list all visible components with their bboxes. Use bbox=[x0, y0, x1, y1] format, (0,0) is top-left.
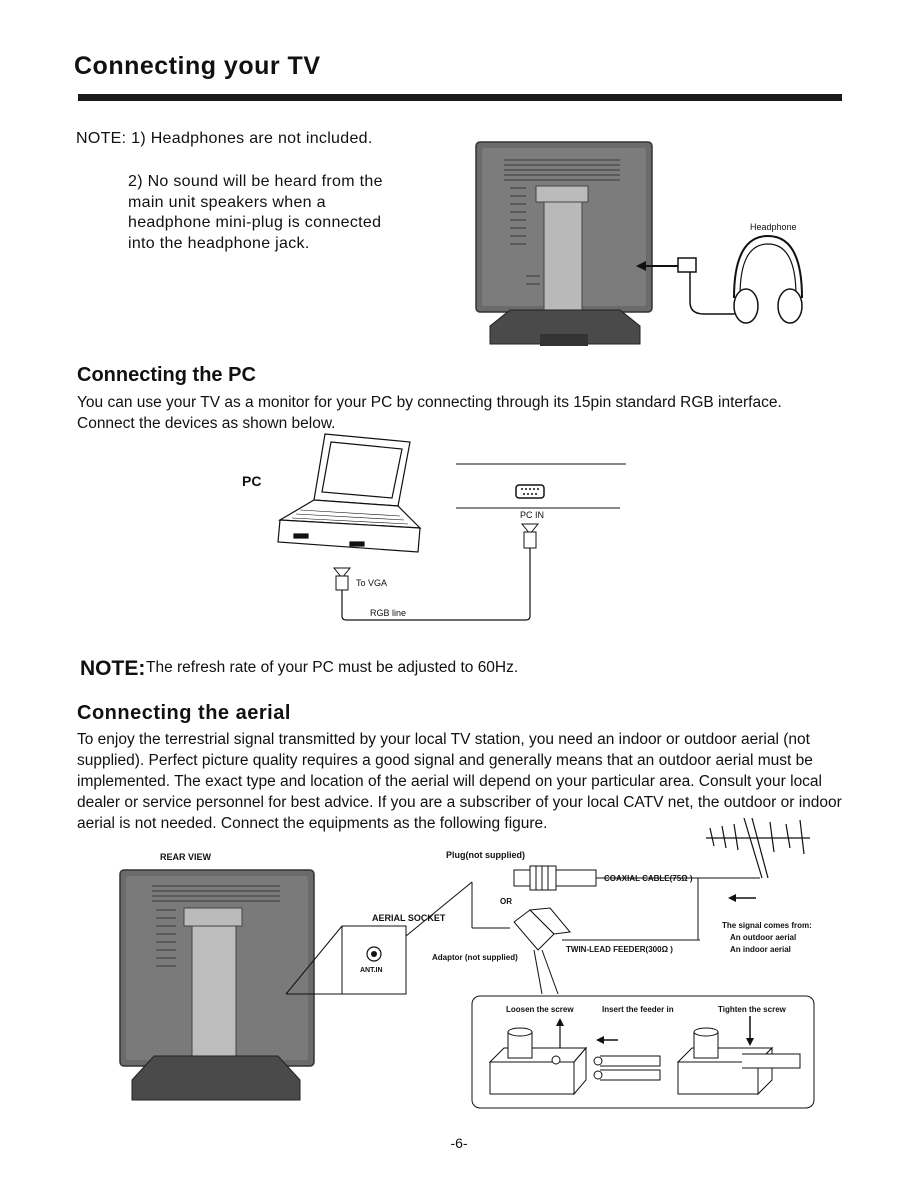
coax-cable-segment bbox=[555, 869, 597, 887]
aerial-socket-label: AERIAL SOCKET bbox=[372, 913, 446, 923]
rgb-line-label: RGB line bbox=[370, 608, 406, 618]
aerial-body: To enjoy the terrestrial signal transmit… bbox=[77, 731, 842, 832]
vga-connector bbox=[332, 567, 352, 579]
twin-lead-label: TWIN-LEAD FEEDER(300Ω ) bbox=[566, 945, 673, 954]
ant-in-label: ANT.IN bbox=[360, 967, 383, 974]
socket-left bbox=[488, 1027, 588, 1096]
page-title: Connecting your TV bbox=[74, 52, 321, 80]
plug-label: Plug(not supplied) bbox=[446, 850, 525, 860]
callout-line-top bbox=[285, 925, 343, 995]
title-rule bbox=[78, 94, 842, 101]
pc-in-plug bbox=[523, 531, 537, 549]
socket-to-plug-line bbox=[405, 881, 473, 937]
headband-inner bbox=[739, 243, 797, 297]
loosen-screw-label: Loosen the screw bbox=[506, 1005, 574, 1014]
left-earcup bbox=[733, 288, 759, 324]
socket-right bbox=[676, 1027, 801, 1096]
laptop-icon bbox=[277, 433, 422, 553]
insert-feeder-label: Insert the feeder in bbox=[602, 1005, 674, 1014]
aerial-heading: Connecting the aerial bbox=[77, 702, 291, 724]
pc-note-text: The refresh rate of your PC must be adju… bbox=[146, 659, 519, 676]
headphone-label: Headphone bbox=[750, 222, 797, 232]
rgb-cable bbox=[341, 548, 531, 621]
page-number: -6- bbox=[450, 1135, 468, 1151]
or-label: OR bbox=[500, 897, 512, 906]
signal-arrow-head bbox=[728, 894, 736, 902]
adaptor-top bbox=[528, 907, 571, 935]
vga-plug bbox=[335, 575, 349, 591]
headphone-note-1: NOTE: 1) Headphones are not included. bbox=[76, 130, 373, 147]
vga-port-icon bbox=[515, 484, 545, 499]
pc-in-connector bbox=[520, 523, 540, 535]
pc-in-label: PC IN bbox=[520, 510, 544, 520]
stand-bracket bbox=[535, 185, 589, 203]
coaxial-cable-label: COAXIAL CABLE(75Ω ) bbox=[604, 874, 693, 883]
feeder-wire bbox=[593, 1055, 661, 1081]
pc-note-keyword: NOTE: bbox=[80, 657, 146, 680]
adaptor-callout-right bbox=[541, 949, 559, 995]
jack-arrow-head bbox=[636, 261, 646, 271]
headphone-note-2: 2) No sound will be heard from the main … bbox=[128, 173, 383, 252]
stand-neck-2 bbox=[191, 925, 237, 1077]
to-vga-label: To VGA bbox=[356, 578, 387, 588]
tighten-screw-label: Tighten the screw bbox=[718, 1005, 787, 1014]
aerial-antenna-icon bbox=[706, 818, 810, 879]
adaptor-callout-left bbox=[533, 949, 543, 995]
outdoor-aerial-label: An outdoor aerial bbox=[730, 933, 796, 942]
pc-diagram: PC PC IN To VGA RGB line bbox=[242, 433, 626, 621]
plug-nut bbox=[529, 865, 557, 891]
right-earcup bbox=[777, 288, 803, 324]
ant-socket-inner bbox=[371, 951, 377, 957]
stand-base-2 bbox=[131, 1055, 301, 1101]
headband-outer bbox=[733, 234, 803, 299]
vga-port-pins bbox=[521, 488, 539, 495]
signal-from-label: The signal comes from: bbox=[722, 921, 812, 930]
aerial-diagram: REAR VIEW AERIAL SOCKET ANT.IN Plug(not … bbox=[119, 818, 815, 1109]
stand-neck bbox=[543, 201, 583, 321]
stand-bracket-2 bbox=[183, 907, 243, 927]
stand-foot bbox=[540, 334, 588, 346]
stand-base bbox=[489, 309, 641, 345]
plug-tip bbox=[513, 869, 533, 887]
headphone-illustration: Headphone bbox=[475, 141, 803, 346]
vent-grille bbox=[504, 159, 620, 285]
rear-view-label: REAR VIEW bbox=[160, 852, 212, 862]
indoor-aerial-label: An indoor aerial bbox=[730, 945, 791, 954]
mini-plug bbox=[677, 257, 697, 273]
adaptor-label: Adaptor (not supplied) bbox=[432, 953, 518, 962]
pc-body: You can use your TV as a monitor for you… bbox=[77, 394, 782, 432]
pc-heading: Connecting the PC bbox=[77, 364, 256, 386]
vent-grille-2 bbox=[152, 885, 280, 967]
pc-label: PC bbox=[242, 473, 261, 489]
